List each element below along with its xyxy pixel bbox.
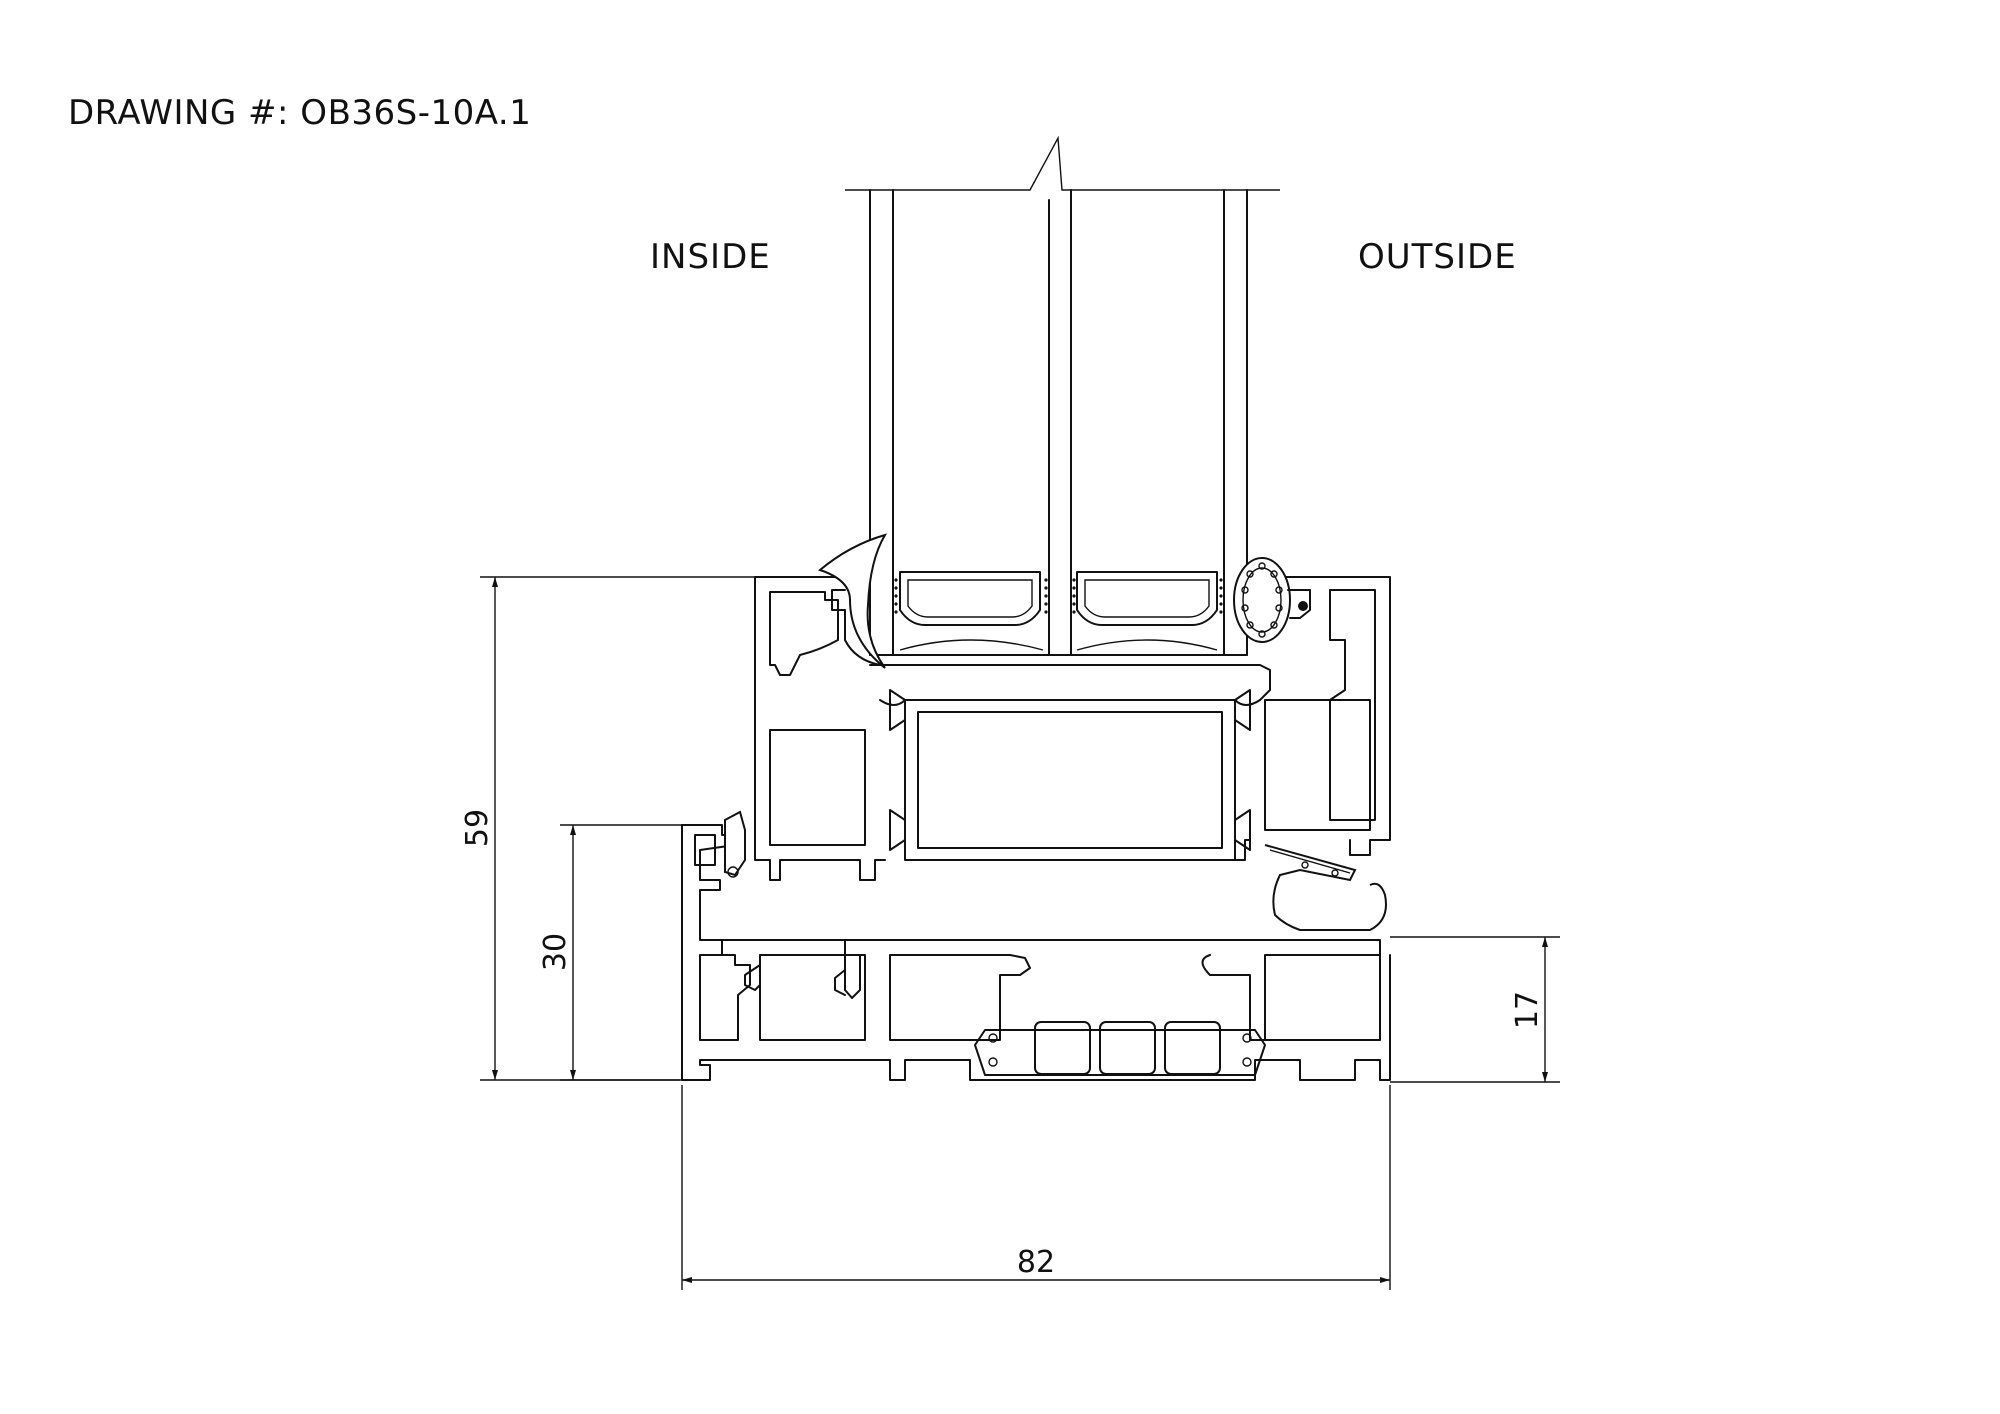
dim-82-label: 82 <box>1017 1245 1055 1280</box>
frame-outside-seal <box>1264 844 1387 931</box>
sash-chamber-right <box>1264 699 1371 831</box>
frame-hook-left <box>721 939 861 999</box>
dim-17-label: 17 <box>1510 991 1545 1029</box>
frame-chamber-outer-leg <box>1201 954 1266 1041</box>
frame-inside-gasket <box>694 810 746 878</box>
inside-label: INSIDE <box>650 237 771 277</box>
dimension-frame-height: 30 <box>538 824 682 1081</box>
sash-outer-chamber <box>1329 589 1376 821</box>
secondary-seal-left <box>899 639 1044 651</box>
sash-inner-wall-left <box>769 591 839 676</box>
sash-glass-rebate <box>869 664 1271 701</box>
spacer-right <box>1076 571 1218 626</box>
spacer-left <box>899 571 1041 626</box>
outside-glazing-gasket <box>1233 557 1311 643</box>
frame-thermal-break <box>974 1021 1266 1076</box>
frame-chamber-left <box>889 954 1031 1041</box>
inside-glazing-gasket <box>817 533 888 669</box>
dimension-total-width: 82 <box>681 1085 1391 1290</box>
sash-chamber-left <box>769 729 866 846</box>
sash-thermal-break <box>879 689 1261 861</box>
frame-profile <box>681 810 1391 1081</box>
drawing-title: DRAWING #: OB36S-10A.1 <box>68 93 531 133</box>
desiccant-dots <box>894 578 1223 614</box>
dim-59-label: 59 <box>460 809 495 847</box>
secondary-seal-right <box>1076 639 1218 651</box>
glazing-bead <box>831 589 894 666</box>
spacer-left-inner <box>907 579 1033 618</box>
frame-outline <box>681 824 1391 1081</box>
spacer-right-inner <box>1084 579 1210 618</box>
frame-chamber-inside <box>699 954 751 1041</box>
frame-chamber-right <box>1264 954 1381 1041</box>
frame-chamber-mid <box>759 954 866 1041</box>
frame-hook-mid <box>744 954 846 996</box>
dimension-sill-height: 17 <box>1390 936 1560 1083</box>
dim-30-label: 30 <box>538 933 573 971</box>
dimension-total-height: 59 <box>460 576 755 1081</box>
glazing-unit <box>845 135 1280 656</box>
break-line <box>845 135 1280 191</box>
sash-profile <box>754 533 1391 881</box>
outside-label: OUTSIDE <box>1358 237 1517 277</box>
